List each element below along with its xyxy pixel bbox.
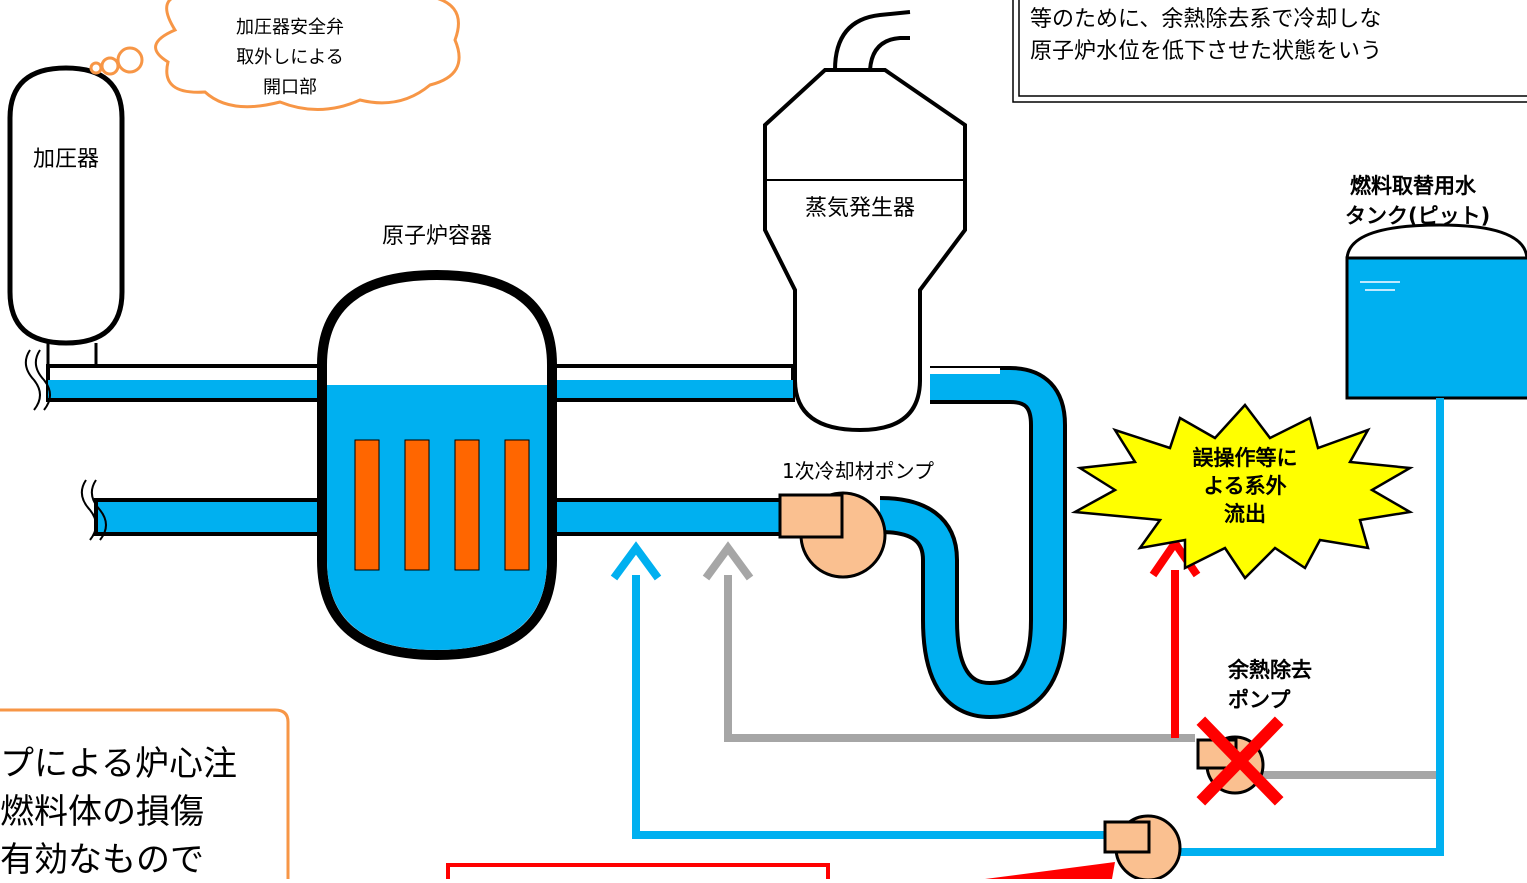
leak-label-2: よる系外: [1203, 474, 1286, 498]
pressurizer: 加圧器: [7, 65, 125, 370]
valve-opening-cloud: 加圧器安全弁 取外しによる 開口部: [89, 0, 461, 111]
injection-pump: [1103, 814, 1182, 882]
fuel-rod: [454, 439, 480, 571]
cloud-line-3: 開口部: [263, 77, 317, 98]
rhr-pump: 余熱除去 ポンプ: [1196, 658, 1312, 806]
rhr-pump-label-1: 余熱除去: [1227, 658, 1312, 682]
pressurizer-label: 加圧器: [33, 147, 99, 172]
cloud-line-1: 加圧器安全弁: [236, 17, 344, 38]
side-note-line-1: プによる炉心注: [0, 744, 237, 784]
rhr-pump-label-2: ポンプ: [1228, 688, 1291, 712]
side-note-line-2: 燃料体の損傷: [0, 792, 204, 832]
steam-generator-label: 蒸気発生器: [805, 196, 915, 221]
fuel-assemblies: [354, 439, 530, 571]
primary-pump-label: 1次冷却材ポンプ: [782, 459, 934, 483]
cross-mark-icon: [1196, 716, 1284, 806]
top-note-line-1: 等のために、余熱除去系で冷却しな: [1030, 7, 1381, 32]
top-note-line-2: 原子炉水位を低下させた状態をいう: [1030, 39, 1382, 64]
blue-flow-arrow-icon: [610, 541, 662, 581]
primary-coolant-pump: 1次冷却材ポンプ: [778, 459, 934, 579]
side-note-line-3: 有効なもので: [0, 840, 204, 879]
bottom-highlight-box: [446, 863, 830, 883]
crossover-loop: [879, 366, 1067, 720]
tank-label-line-2: タンク(ピット): [1345, 204, 1490, 228]
fuel-rod: [504, 439, 530, 571]
leak-path: [1149, 535, 1201, 738]
hot-leg-pipe: [46, 364, 795, 402]
refueling-water-tank: 燃料取替用水 タンク(ピット): [1345, 174, 1527, 400]
gray-flow-arrow-icon: [702, 541, 754, 581]
injection-line: [632, 398, 1444, 856]
leak-label-1: 誤操作等に: [1193, 446, 1298, 470]
fuel-rod: [404, 439, 430, 571]
leak-label-3: 流出: [1224, 502, 1266, 526]
callout-pointer: [985, 862, 1115, 879]
leak-event-burst: 誤操作等に よる系外 流出: [1070, 403, 1414, 580]
tank-label-line-1: 燃料取替用水: [1350, 174, 1477, 198]
rhr-return-line: [724, 575, 1440, 779]
reactor-vessel-label: 原子炉容器: [382, 224, 492, 249]
fuel-rod: [354, 439, 380, 571]
cloud-line-2: 取外しによる: [236, 47, 343, 68]
pipe-break-marks: [24, 349, 107, 541]
steam-generator: 蒸気発生器: [763, 10, 967, 433]
top-note: 等のために、余熱除去系で冷却しな 原子炉水位を低下させた状態をいう: [1012, 0, 1527, 103]
side-note: プによる炉心注 燃料体の損傷 有効なもので: [0, 708, 290, 883]
